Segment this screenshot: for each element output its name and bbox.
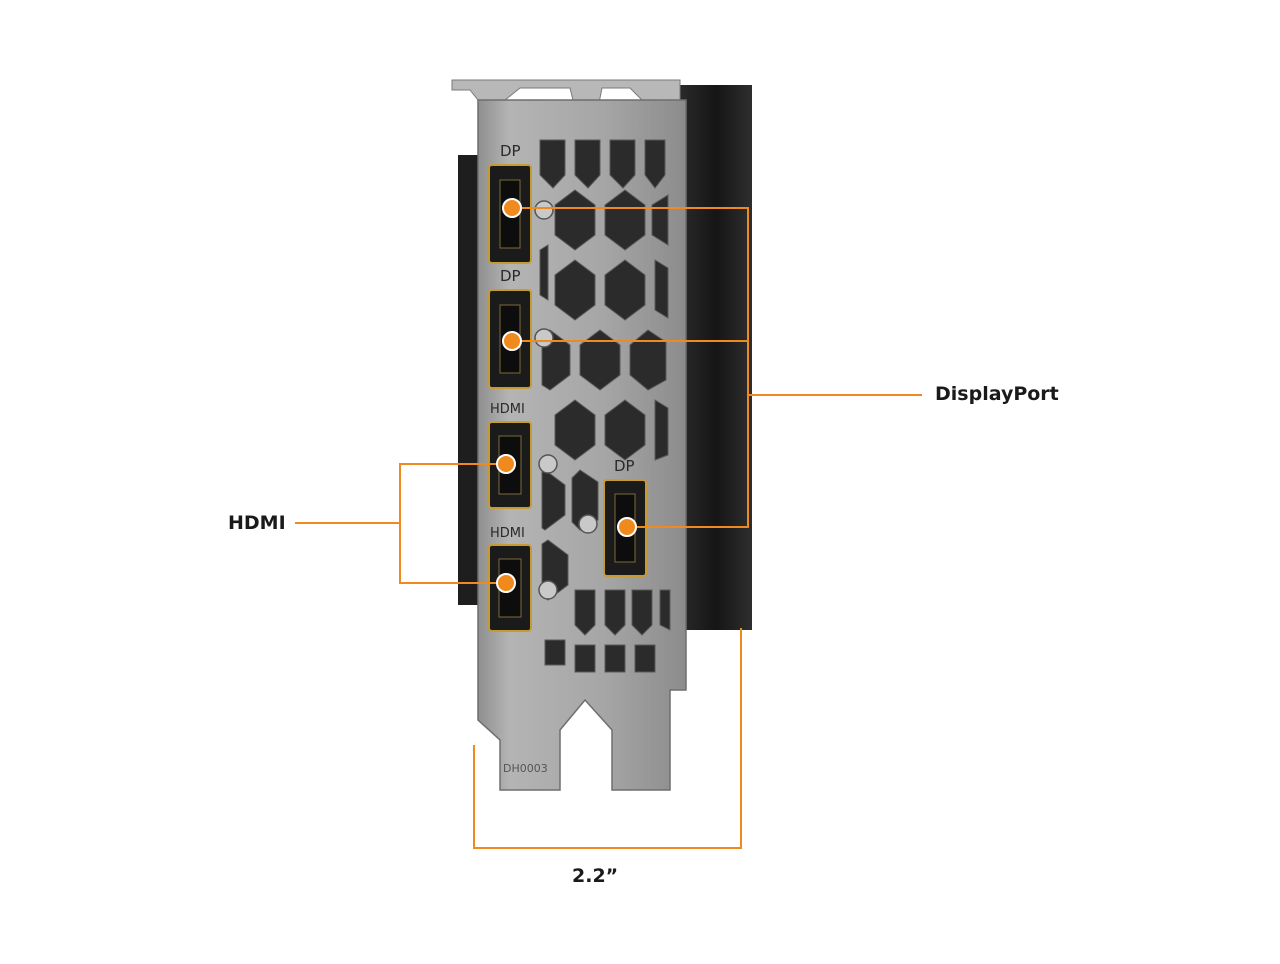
part-code: DH0003 bbox=[503, 762, 548, 775]
heatsink-right bbox=[680, 85, 752, 630]
hdmi-callout-label: HDMI bbox=[228, 512, 286, 534]
port-label-dp-3: DP bbox=[614, 457, 635, 475]
screw-icons bbox=[534, 200, 598, 600]
vent-grid bbox=[539, 139, 671, 673]
width-dimension-line bbox=[473, 628, 742, 849]
heatsink-left bbox=[458, 155, 480, 605]
displayport-callout-label: DisplayPort bbox=[935, 383, 1059, 405]
port-label-hdmi-2: HDMI bbox=[490, 526, 525, 541]
port-label-dp-1: DP bbox=[500, 142, 521, 160]
callout-lines bbox=[295, 207, 922, 849]
port-label-hdmi-1: HDMI bbox=[490, 402, 525, 417]
dp-callout-bracket bbox=[512, 207, 749, 528]
port-label-dp-2: DP bbox=[500, 267, 521, 285]
width-dimension-label: 2.2” bbox=[572, 865, 619, 887]
callout-dots bbox=[496, 198, 637, 593]
